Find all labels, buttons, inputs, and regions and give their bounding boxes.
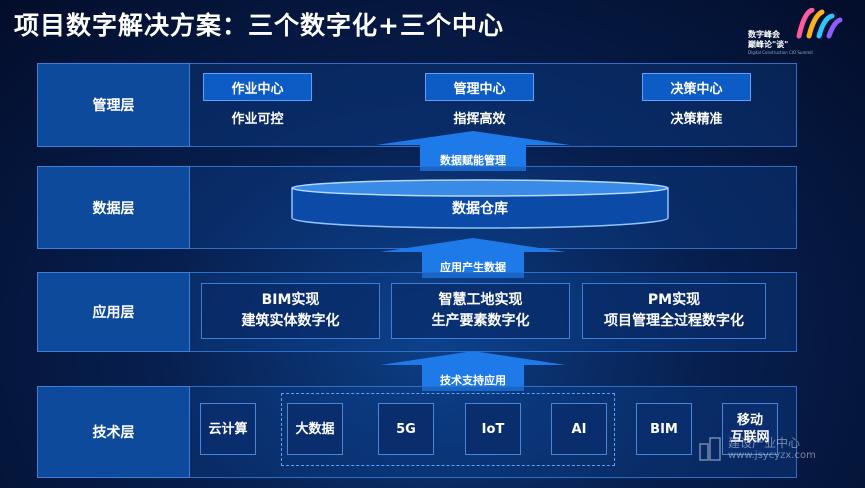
tech-cloud: 云计算 (200, 403, 256, 455)
app-box-smart-site: 智慧工地实现生产要素数字化 (391, 283, 570, 339)
arrow-label: 应用产生数据 (440, 261, 506, 274)
up-arrow-icon (380, 238, 566, 278)
center-management-desc: 指挥高效 (453, 112, 506, 127)
watermark-url: www.jsycyzx.com (728, 450, 816, 461)
center-decision-desc: 决策精准 (670, 112, 723, 127)
data-warehouse-label: 数据仓库 (452, 201, 508, 217)
data-layer-label: 数据层 (37, 166, 190, 249)
page-title: 项目数字解决方案：三个数字化+三个中心 (14, 11, 504, 40)
technology-layer-label: 技术层 (37, 386, 190, 478)
center-work: 作业中心 (203, 73, 312, 101)
tech-mobile-internet: 移动互联网 (722, 403, 778, 455)
app-box-bim: BIM实现建筑实体数字化 (201, 283, 380, 339)
arrow-label: 数据赋能管理 (440, 154, 506, 167)
tech-bigdata: 大数据 (287, 403, 343, 455)
tech-iot: IoT (465, 403, 521, 455)
up-arrow-icon (380, 351, 566, 391)
arrow-data-empower: 数据赋能管理 (376, 131, 570, 171)
building-icon (699, 437, 721, 461)
arrow-label: 技术支持应用 (440, 374, 506, 387)
tech-bim: BIM (636, 403, 692, 455)
application-layer-label: 应用层 (37, 272, 190, 352)
management-layer-label: 管理层 (37, 63, 190, 147)
database-cylinder-icon (291, 179, 669, 229)
tech-5g: 5G (378, 403, 434, 455)
arrow-tech-support: 技术支持应用 (380, 351, 566, 391)
summit-logo: 数字峰会巅峰论"谈" Digital Construction CIO Summ… (742, 8, 862, 60)
logo-text: 数字峰会巅峰论"谈" (748, 30, 789, 49)
tech-ai: AI (551, 403, 607, 455)
center-work-desc: 作业可控 (231, 112, 284, 127)
up-arrow-icon (376, 131, 570, 171)
app-box-pm: PM实现项目管理全过程数字化 (582, 283, 766, 339)
arrow-app-produce: 应用产生数据 (380, 238, 566, 278)
logo-subtitle: Digital Construction CIO Summit (748, 50, 813, 55)
center-management: 管理中心 (425, 73, 534, 101)
center-decision: 决策中心 (642, 73, 751, 101)
watermark-title: 建设产业中心 (728, 436, 801, 450)
logo-mark-icon (796, 8, 843, 39)
core-tech-group (281, 393, 615, 466)
data-warehouse: 数据仓库 (290, 178, 670, 230)
watermark: 建设产业中心 www.jsycyzx.com (696, 432, 862, 464)
